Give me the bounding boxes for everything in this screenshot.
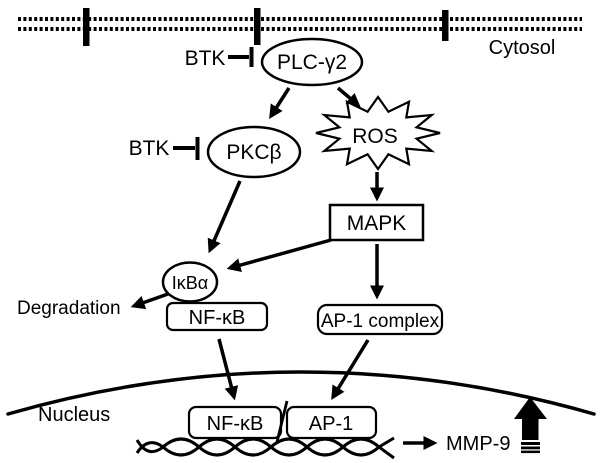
mapk-label: MAPK <box>347 212 407 235</box>
inhibition-btk-plcg2 <box>228 47 254 67</box>
membrane-tick <box>442 10 449 41</box>
nucleus-label: Nucleus <box>38 404 110 426</box>
mapk-box <box>328 203 425 242</box>
pkc-b-node <box>206 125 302 179</box>
nucleus-arc <box>6 370 596 416</box>
ikba-label: IκBα <box>172 273 208 293</box>
nfkb-cytosol-box <box>165 301 269 332</box>
dna-strand-between-boxes <box>275 400 289 443</box>
arrow-plcg2-to-pkcb <box>269 87 291 119</box>
arrow-mapk-to-ikba <box>226 238 332 272</box>
up-arrow-body <box>514 397 547 440</box>
dna-helix <box>135 436 395 460</box>
dna-strand <box>135 437 395 460</box>
ap1-complex-box <box>316 303 444 336</box>
nfkb-cytosol-label: NF-κB <box>189 307 246 329</box>
cytosol-label: Cytosol <box>489 37 556 59</box>
up-arrow-hash <box>521 442 540 445</box>
membrane-tick <box>83 8 90 46</box>
membrane-tick <box>254 8 261 45</box>
arrow-nfkb-to-nucleus <box>217 338 239 401</box>
nfkb-nucleus-label: NF-κB <box>207 413 264 435</box>
btk-mid-label: BTK <box>129 137 170 160</box>
plc-g2-node <box>260 37 364 87</box>
plasma-membrane <box>18 8 582 46</box>
ikba-node <box>161 261 219 303</box>
btk-top-label: BTK <box>185 47 226 70</box>
ap1-nucleus-label: AP-1 <box>309 413 353 435</box>
arrow-ap1complex-to-nucleus <box>331 339 370 400</box>
pkc-b-label: PKCβ <box>226 141 281 164</box>
ap1-nucleus-box <box>285 405 378 440</box>
upregulation-arrow-icon <box>514 397 547 454</box>
ros-burst <box>315 95 441 171</box>
ros-label: ROS <box>352 125 398 148</box>
inhibition-btk-pkcb <box>173 137 200 160</box>
up-arrow-hash <box>521 450 540 454</box>
plc-g2-label: PLC-γ2 <box>277 51 347 74</box>
arrow-pkcb-to-ikba <box>207 180 242 254</box>
arrow-plcg2-to-ros <box>336 86 361 108</box>
arrow-ikba-to-degradation <box>130 292 169 310</box>
mmp9-label: MMP-9 <box>446 433 510 455</box>
up-arrow-hash <box>521 446 540 450</box>
degradation-label: Degradation <box>17 298 121 319</box>
ap1-complex-label: AP-1 complex <box>321 311 440 332</box>
